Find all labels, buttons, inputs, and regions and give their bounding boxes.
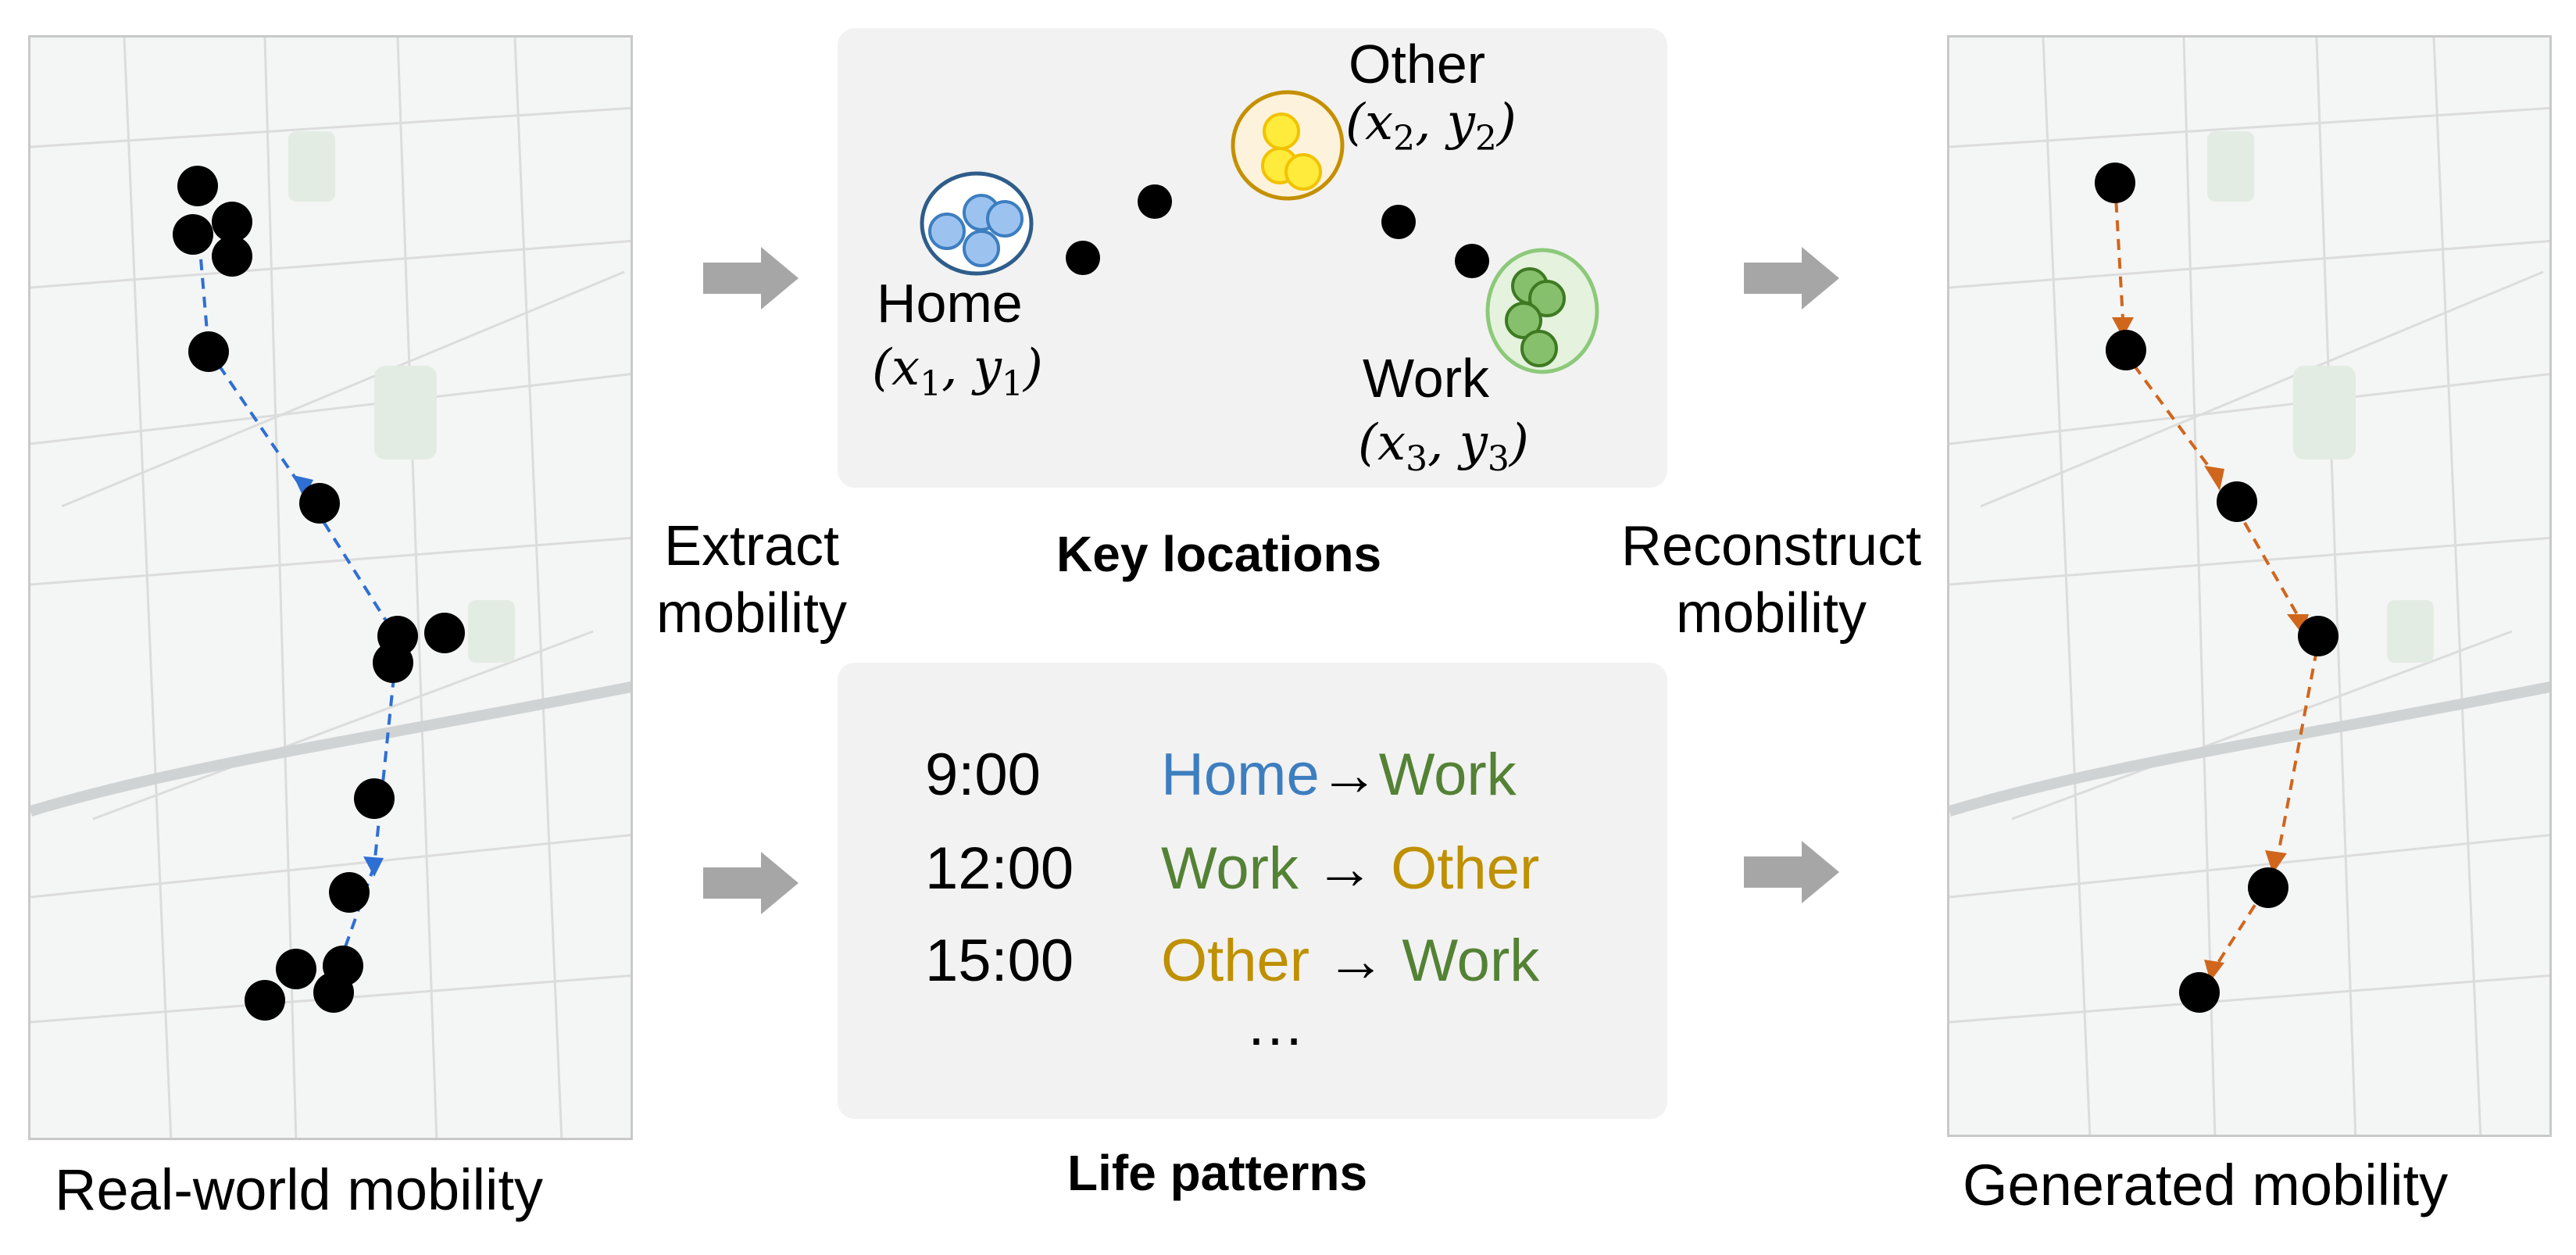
location-dot-icon bbox=[329, 872, 370, 913]
generated-path bbox=[2113, 182, 2318, 969]
generated-map bbox=[1947, 35, 2552, 1137]
life-pattern-row: 12:00 bbox=[925, 835, 1074, 903]
pattern-from: Other bbox=[1161, 928, 1310, 994]
life-patterns-panel: 9:00 Home→Work 12:00 Work → Other 15:00 … bbox=[838, 663, 1667, 1119]
extract-mobility-label: Extract mobility bbox=[656, 515, 848, 645]
location-dot-icon bbox=[1066, 241, 1100, 275]
pattern-time: 9:00 bbox=[925, 742, 1041, 808]
location-dot-icon bbox=[177, 166, 218, 206]
life-pattern-row: 9:00 bbox=[925, 741, 1041, 809]
life-pattern-route: Home→Work bbox=[1161, 741, 1517, 809]
right-arrow-icon bbox=[1744, 841, 1839, 903]
work-coord: (x3, y3) bbox=[1358, 414, 1529, 479]
pattern-arrow: → bbox=[1309, 928, 1402, 994]
home-coord: (x1, y1) bbox=[872, 339, 1043, 404]
location-dot-icon bbox=[173, 214, 213, 255]
location-dot-icon bbox=[188, 331, 229, 372]
location-dot-icon bbox=[2298, 616, 2338, 656]
life-pattern-row: 15:00 bbox=[925, 927, 1074, 995]
work-label: Work bbox=[1363, 348, 1490, 409]
location-dot-icon bbox=[299, 483, 340, 524]
location-dot-icon bbox=[276, 949, 316, 989]
other-coord: (x2, y2) bbox=[1345, 94, 1517, 159]
location-dot-icon bbox=[1455, 244, 1489, 278]
right-arrow-icon bbox=[703, 852, 799, 914]
life-pattern-route: Work → Other bbox=[1161, 835, 1539, 903]
cluster-icon bbox=[920, 171, 1034, 276]
pattern-to: Work bbox=[1402, 928, 1540, 994]
reconstruct-mobility-label: Reconstruct mobility bbox=[1620, 515, 1922, 645]
location-dot-icon bbox=[1138, 184, 1172, 219]
pattern-to: Other bbox=[1391, 835, 1540, 902]
life-patterns-caption: Life patterns bbox=[1067, 1145, 1368, 1201]
pattern-from: Work bbox=[1161, 835, 1299, 902]
location-dot-icon bbox=[313, 972, 354, 1013]
right-arrow-icon bbox=[703, 247, 799, 309]
real-world-map-canvas bbox=[30, 38, 631, 1138]
key-locations-canvas bbox=[920, 90, 1599, 374]
other-label: Other bbox=[1349, 34, 1486, 95]
right-arrow-icon bbox=[1744, 247, 1839, 309]
location-dot-icon bbox=[245, 980, 285, 1021]
pattern-time: 15:00 bbox=[925, 928, 1074, 994]
home-label: Home bbox=[877, 273, 1023, 334]
key-locations-panel: Home (x1, y1) Other (x2, y2) Work (x3, y… bbox=[838, 28, 1667, 488]
pattern-from: Home bbox=[1161, 742, 1320, 808]
location-dot-icon bbox=[212, 202, 252, 242]
location-dot-icon bbox=[354, 778, 395, 819]
generated-caption: Generated mobility bbox=[1963, 1153, 2449, 1217]
location-dot-icon bbox=[2217, 481, 2257, 522]
cluster-icon bbox=[1231, 90, 1345, 201]
pattern-to: Work bbox=[1378, 742, 1517, 808]
key-locations-caption: Key locations bbox=[1056, 526, 1382, 582]
location-dot-icon bbox=[212, 236, 252, 277]
real-world-caption: Real-world mobility bbox=[55, 1157, 544, 1222]
life-pattern-route: Other → Work bbox=[1161, 927, 1539, 995]
ellipsis: … bbox=[1245, 992, 1305, 1058]
generated-map-canvas bbox=[1949, 38, 2549, 1135]
real-world-map bbox=[28, 35, 633, 1140]
pattern-arrow: → bbox=[1298, 835, 1392, 902]
location-dot-icon bbox=[424, 613, 465, 653]
location-dot-icon bbox=[2248, 867, 2288, 908]
location-dot-icon bbox=[2106, 330, 2146, 370]
cluster-icon bbox=[1485, 248, 1599, 374]
location-dot-icon bbox=[1381, 205, 1416, 239]
location-dot-icon bbox=[373, 642, 413, 683]
location-dot-icon bbox=[2179, 972, 2220, 1013]
pattern-arrow: → bbox=[1319, 742, 1379, 808]
pattern-time: 12:00 bbox=[925, 835, 1074, 902]
location-dot-icon bbox=[2095, 163, 2135, 203]
